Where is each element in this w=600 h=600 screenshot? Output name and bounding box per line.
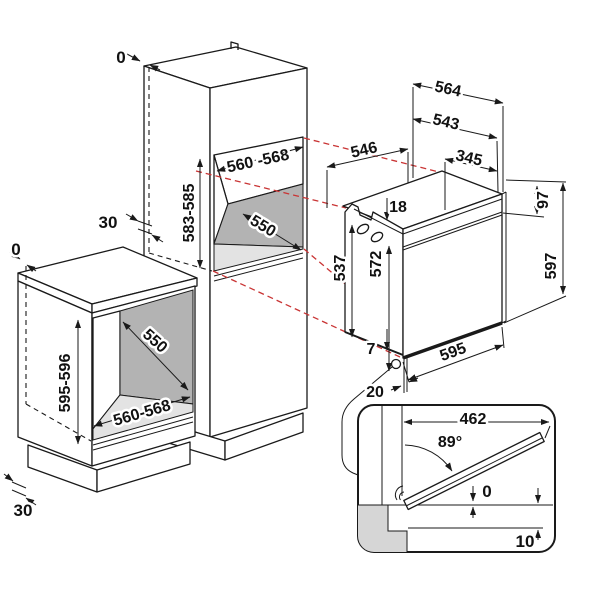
- door-angle-arc: [404, 444, 453, 472]
- oven-side-height-label: 537: [332, 255, 349, 282]
- tall-30-ticks: [137, 220, 153, 235]
- oven-overall-width-line: [412, 82, 504, 105]
- base-30-ticks: [11, 481, 27, 497]
- section-cut-plinth: [388, 531, 407, 552]
- base-cabinet-hidden-edges: [25, 266, 92, 442]
- cabinet-panel-section-lines: [381, 405, 403, 505]
- oven-front-protrusion-label: 20: [366, 384, 384, 401]
- section-cut-floor: [358, 505, 388, 552]
- base-counter-edge-front: [91, 277, 198, 314]
- base-zero-arrow-right: [26, 264, 37, 273]
- open-door-inner-line: [405, 437, 543, 507]
- oven-bottom-gap-label: 7: [367, 341, 376, 358]
- plinth-depth-label: 10: [516, 532, 535, 551]
- oven-door-height-label: 572: [368, 251, 385, 278]
- door-detail-figure: [357, 404, 556, 553]
- base-zero-arrow-left: [9, 251, 21, 260]
- projection-line-top-left: [195, 170, 347, 209]
- oven-trim-lines: [353, 191, 507, 324]
- oven-vent-inset-label: 18: [389, 199, 407, 216]
- base-niche-width-line: [93, 396, 191, 427]
- oven-top-depth-label: 345: [454, 147, 484, 170]
- base-30-arrow-a: [3, 473, 14, 482]
- tall-niche-sill-lines: [213, 252, 304, 282]
- base-cabinet-left-face: [17, 280, 93, 467]
- base-niche-depth-line: [122, 321, 189, 391]
- base-top-gap-label: 0: [11, 240, 20, 259]
- oven-side-face: [344, 203, 404, 356]
- oven-protrusion-arrow-right: [408, 375, 419, 383]
- projection-line-bottom-left: [212, 270, 401, 358]
- door-length-ext-line: [544, 425, 551, 439]
- oven-body-width-label: 543: [431, 111, 461, 134]
- tall-cabinet-top-tab: [230, 41, 239, 50]
- oven-overall-height-label: 597: [543, 253, 560, 280]
- tall-wall-clearance-label: 30: [99, 213, 118, 232]
- oven-vent-hole-right: [370, 231, 384, 243]
- oven-panel-height-label: 97: [535, 191, 552, 209]
- tall-niche-width-line: [216, 146, 304, 172]
- base-30-arrow-b: [25, 497, 37, 506]
- door-open-angle-label: 89°: [438, 434, 462, 451]
- door-flush-gap-label: 0: [482, 482, 491, 501]
- detail-callout-leader: [341, 366, 393, 476]
- oven-figure: [341, 170, 507, 476]
- tall-30-arrow-a: [125, 213, 139, 222]
- base-plinth-clearance-label: 30: [14, 501, 33, 520]
- open-door-slab: [403, 431, 545, 511]
- tall-top-gap-label: 0: [116, 48, 125, 67]
- tall-30-arrow-b: [151, 234, 164, 243]
- door-hinge-arcs: [394, 485, 405, 501]
- tall-niche-depth-line: [242, 213, 302, 251]
- base-cabinet-plinth-front: [96, 441, 191, 493]
- door-detail-dimensions: 462 89° 0 10: [403, 409, 550, 554]
- oven-overall-width-label: 564: [433, 78, 463, 100]
- door-length-label: 462: [460, 411, 487, 428]
- section-cut-outline: [358, 504, 408, 552]
- oven-protrusion-arrow-left: [390, 385, 402, 392]
- base-niche-height-label: 595-596: [57, 354, 74, 413]
- detail-box: [357, 404, 556, 553]
- tall-cabinet-plinth-front: [224, 412, 304, 461]
- tall-niche-height-label: 583-585: [181, 184, 198, 243]
- oven-body-depth-line: [326, 147, 409, 169]
- oven-vent-hole-left: [356, 223, 370, 235]
- oven-top-depth-line: [444, 157, 498, 173]
- oven-body-depth-label: 546: [349, 139, 379, 162]
- tall-zero-arrow-right: [149, 64, 161, 72]
- oven-front-width-line: [407, 344, 504, 381]
- tall-zero-arrow-left: [126, 53, 141, 62]
- base-cabinet-figure: [17, 246, 198, 493]
- oven-body-width-line: [412, 117, 498, 140]
- detail-callout-circle: [390, 358, 402, 370]
